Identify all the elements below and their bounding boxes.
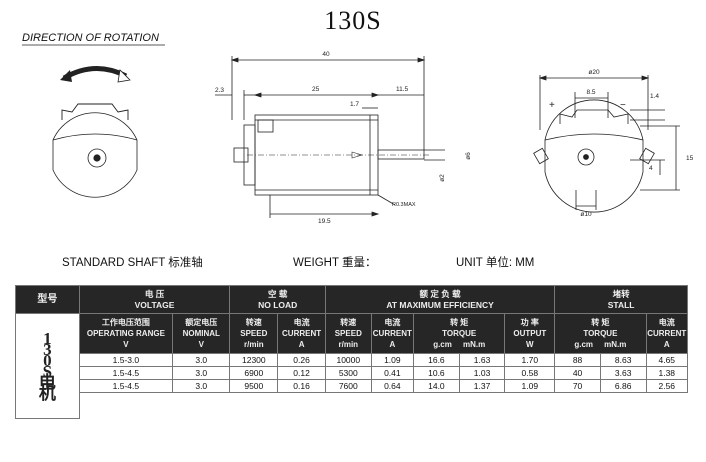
dim-terminal-pitch: 8.5 [586,89,595,96]
side-view: 40 2.3 25 11.5 1.7 ø6 ø2 19 [215,51,472,225]
rotation-arrowhead [60,70,72,82]
dim-body-depth: 19.5 [318,218,331,225]
dim-boss-bottom: ø10 [580,211,592,218]
rotation-arrow [62,65,128,81]
dim-overall-length: 40 [322,51,330,58]
rotation-label: DIRECTION OF ROTATION [22,32,159,44]
end-view: ø20 8.5 1.4 15 4 + − ø10 [533,69,694,218]
dim-body-length: 25 [312,86,320,93]
unit-info: UNIT 单位: MM [456,257,535,269]
shaft-info: STANDARD SHAFT 标准轴 [62,257,203,269]
dim-shaft-dia: ø2 [439,174,446,182]
weight-info: WEIGHT 重量： [293,257,377,269]
dim-radius-note: R0.3MAX [392,202,416,208]
motor-drawing: 40 2.3 25 11.5 1.7 ø6 ø2 19 [22,44,694,225]
terminal-minus-label: − [620,100,626,111]
front-view [52,65,138,198]
dim-shaft-length: 11.5 [396,86,409,93]
dim-body-height: 15 [686,155,694,162]
dim-bearing: 1.7 [350,101,359,108]
dim-boss-dia: ø6 [465,152,472,160]
model-header: 型号 [15,285,80,314]
dim-body-width: ø20 [588,69,600,76]
dim-height-top: 1.4 [650,93,659,100]
dim-shaft-offset: 2.3 [215,87,224,94]
page-title: 130S [324,6,382,35]
terminal-plus-label: + [549,100,555,111]
dim-center-offset: 4 [649,165,653,172]
